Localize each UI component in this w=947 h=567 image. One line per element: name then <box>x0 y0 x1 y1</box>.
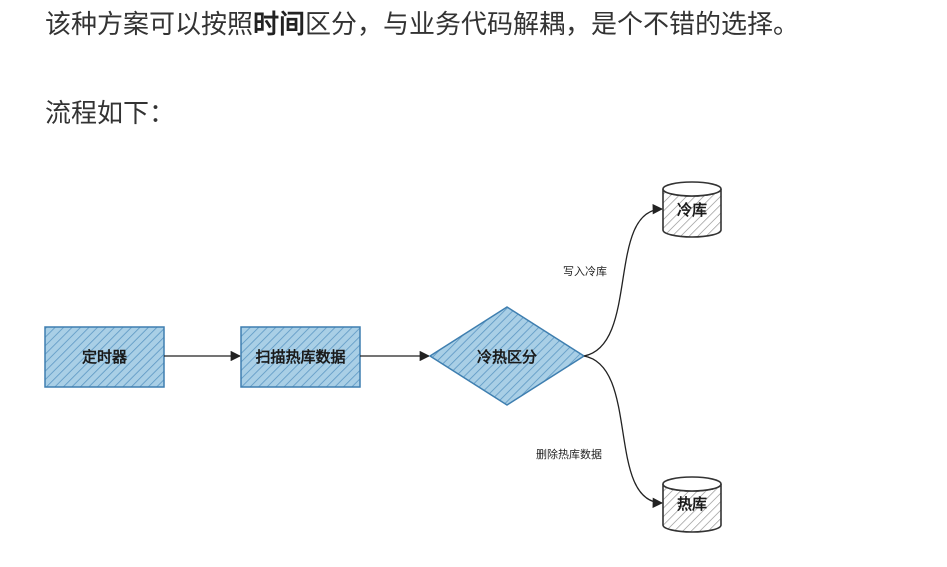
timer-label: 定时器 <box>82 348 128 366</box>
cold-db-label: 冷库 <box>677 201 707 219</box>
hot-db-label: 热库 <box>677 495 707 513</box>
decision-label: 冷热区分 <box>477 348 537 366</box>
intro-text-before: 该种方案可以按照 <box>45 10 254 40</box>
intro-text-bold: 时间 <box>253 10 306 40</box>
cold-db-node: 冷库 <box>662 181 722 238</box>
timer-node: 定时器 <box>44 326 165 388</box>
decision-node: 冷热区分 <box>428 306 586 406</box>
edge-label-write-cold: 写入冷库 <box>563 265 607 278</box>
intro-text-after: 区分，与业务代码解耦，是个不错的选择。 <box>305 10 800 40</box>
edge-to-hot-db <box>583 355 664 509</box>
edge-to-cold-db <box>583 203 664 357</box>
intro-paragraph: 该种方案可以按照时间区分，与业务代码解耦，是个不错的选择。 <box>45 8 799 42</box>
flow-heading: 流程如下： <box>45 99 176 129</box>
edge-label-delete-hot: 删除热库数据 <box>536 447 602 461</box>
scan-label: 扫描热库数据 <box>255 348 345 366</box>
hot-db-node: 热库 <box>662 476 722 533</box>
scan-node: 扫描热库数据 <box>240 326 361 388</box>
